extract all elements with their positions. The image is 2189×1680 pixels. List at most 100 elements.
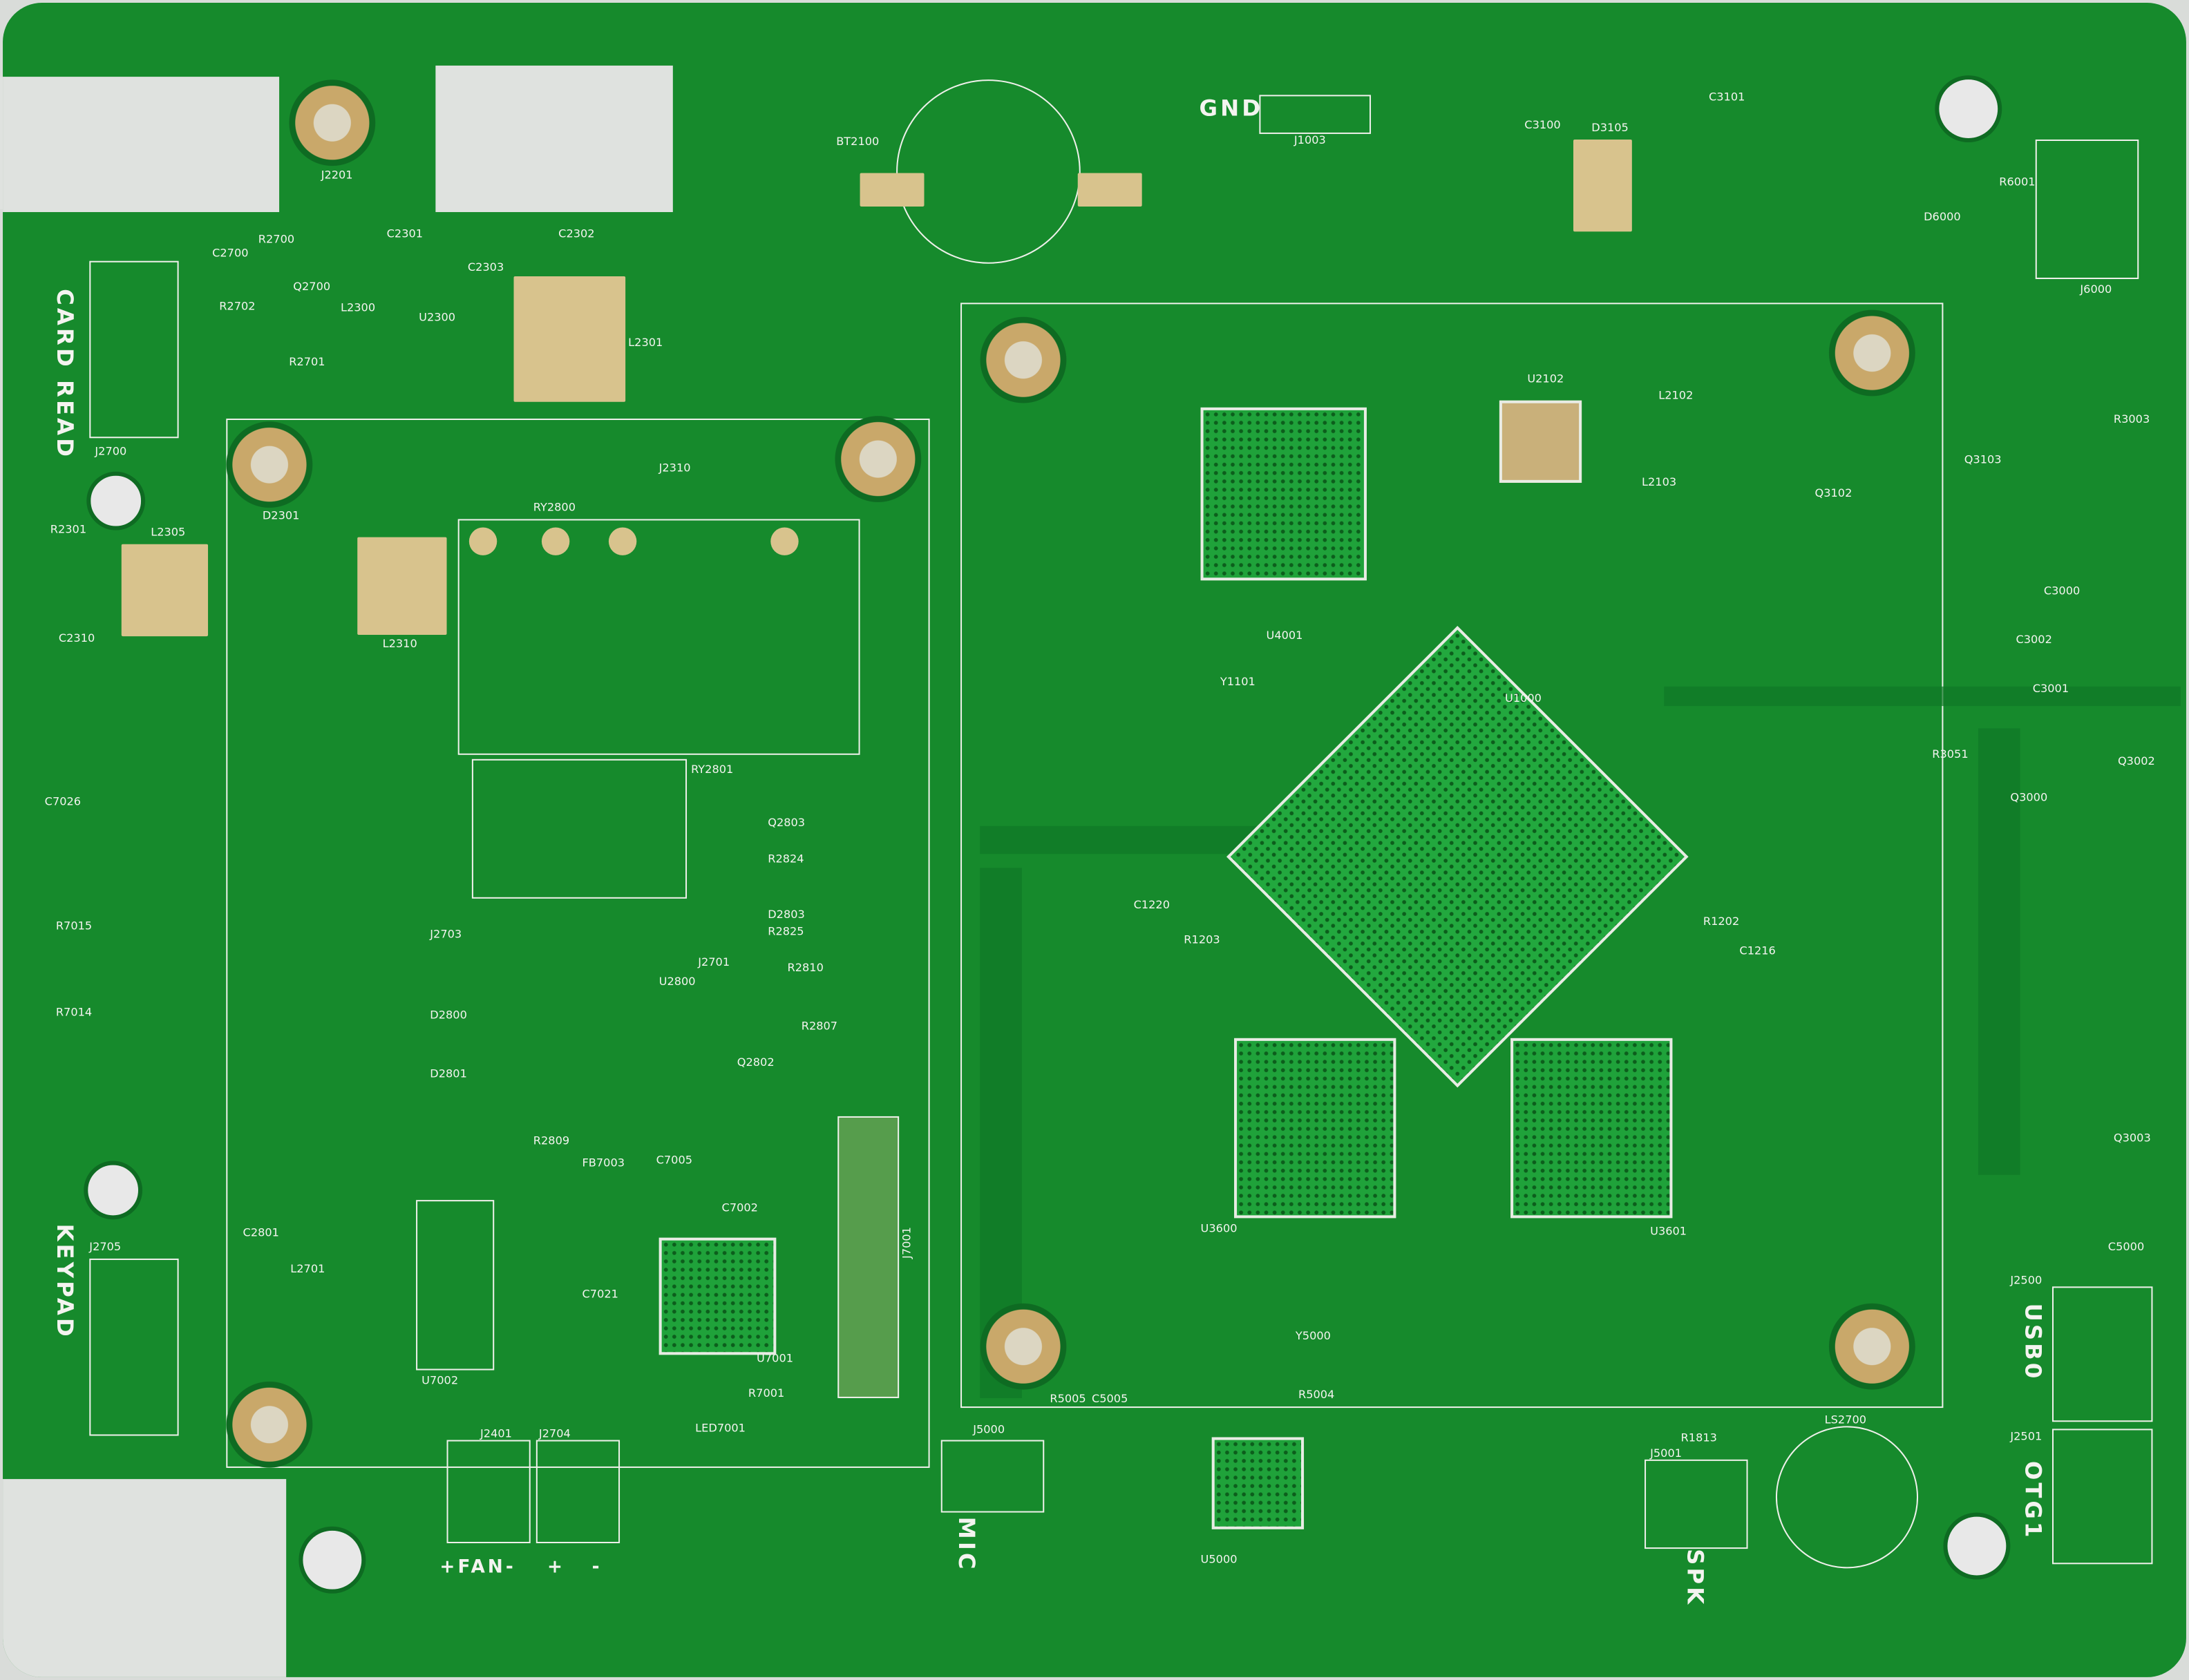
- fan-label: +FAN-: [439, 1557, 516, 1578]
- refdes: D6000: [1924, 211, 1961, 224]
- refdes: J5001: [1650, 1447, 1683, 1460]
- capacitor-c3100: [1573, 139, 1632, 232]
- usb0-connector: [2051, 1286, 2153, 1422]
- refdes: Q2700: [293, 280, 331, 294]
- refdes: Q2802: [737, 1056, 775, 1069]
- refdes: J2201: [321, 169, 353, 182]
- refdes: U5000: [1200, 1553, 1238, 1566]
- refdes: R1202: [1703, 915, 1740, 928]
- refdes: Q3103: [1964, 453, 2002, 466]
- trace-bus-left: [980, 825, 1260, 855]
- mic-connector-j5000: [940, 1440, 1045, 1513]
- refdes: U7002: [421, 1374, 459, 1387]
- refdes: R2807: [801, 1020, 838, 1033]
- refdes: C5005: [1091, 1392, 1128, 1406]
- refdes: D2800: [430, 1009, 467, 1022]
- refdes: C1220: [1133, 898, 1171, 911]
- refdes: C2310: [58, 632, 95, 645]
- refdes: BT2100: [836, 135, 880, 149]
- relay-pin: [608, 527, 637, 555]
- spk-connector-j5001: [1645, 1459, 1748, 1549]
- usb0-label: USB0: [2020, 1303, 2047, 1382]
- inductor-l2310: [357, 537, 447, 636]
- refdes: R7015: [55, 919, 93, 933]
- memory-chip-u3600: [1234, 1038, 1396, 1219]
- refdes: U1000: [1504, 691, 1542, 705]
- fan-connector-j2401: [446, 1440, 531, 1544]
- refdes: D2301: [262, 509, 300, 522]
- refdes: R7001: [748, 1386, 785, 1400]
- refdes: L2300: [340, 301, 376, 314]
- refdes: J2700: [95, 445, 127, 458]
- refdes: C3001: [2032, 682, 2069, 695]
- refdes: R2700: [258, 233, 295, 246]
- refdes: U4001: [1266, 629, 1303, 642]
- refdes: D2801: [430, 1067, 467, 1080]
- battery-pad: [1077, 173, 1142, 207]
- refdes: R1203: [1184, 933, 1220, 946]
- refdes: Q3000: [2010, 791, 2048, 804]
- mounting-hole: [1828, 1303, 1915, 1390]
- refdes: U2800: [658, 975, 696, 989]
- refdes: C5000: [2107, 1240, 2145, 1253]
- trace-bus-right-vert: [1978, 728, 2020, 1175]
- refdes: J1003: [1294, 133, 1326, 147]
- chip-u2102: [1499, 400, 1582, 483]
- inductor-l2305: [121, 544, 209, 637]
- otg1-connector: [2051, 1429, 2153, 1565]
- refdes: L2102: [1658, 389, 1694, 402]
- trace-bus-right: [1664, 686, 2181, 707]
- refdes: J2401: [480, 1427, 512, 1440]
- soc-keepout-outline: [960, 303, 1944, 1409]
- fan-plus-label: +: [547, 1557, 566, 1578]
- pmic-u4001: [1200, 407, 1367, 581]
- refdes: R2701: [289, 356, 325, 369]
- refdes: R6001: [1999, 175, 2036, 189]
- gnd-label: GND: [1199, 95, 1264, 122]
- codec-u5000: [1211, 1437, 1305, 1529]
- refdes: U2300: [419, 311, 456, 324]
- refdes: RY2800: [533, 501, 576, 514]
- fan-connector-j2704: [536, 1440, 620, 1544]
- refdes: C2801: [243, 1226, 279, 1239]
- refdes: R3051: [1932, 747, 1969, 761]
- refdes: R2824: [768, 852, 804, 866]
- refdes: U3601: [1650, 1225, 1687, 1238]
- mounting-hole: [835, 415, 922, 503]
- refdes: J2703: [430, 928, 462, 941]
- refdes: J5000: [973, 1423, 1005, 1436]
- otg1-label: OTG1: [2020, 1460, 2047, 1540]
- refdes: J2501: [2010, 1430, 2043, 1443]
- relay-pin: [468, 527, 498, 555]
- refdes: RY2801: [691, 763, 734, 776]
- coin-battery-outline: [896, 79, 1081, 264]
- refdes: J7001: [900, 1227, 913, 1259]
- mic-label: MIC: [953, 1516, 980, 1572]
- refdes: C3002: [2016, 633, 2052, 647]
- refdes: J2500: [2010, 1274, 2043, 1287]
- gnd-connector-j1003: [1259, 95, 1372, 134]
- card-reader-connector: [89, 260, 179, 439]
- refdes: C2302: [558, 227, 595, 240]
- fan-minus-label: -: [591, 1557, 603, 1578]
- refdes: U7001: [757, 1352, 794, 1365]
- pcb-board: CARD READ KEYPAD GND +FAN- + - MIC SPK U…: [3, 3, 2186, 1677]
- j6000-connector: [2035, 139, 2139, 279]
- inductor-l2301: [513, 276, 626, 402]
- refdes: Y1101: [1220, 675, 1255, 688]
- refdes: J2701: [698, 955, 730, 968]
- refdes: Q3002: [2117, 754, 2155, 767]
- refdes: R3003: [2113, 412, 2150, 426]
- refdes: R2702: [219, 300, 256, 313]
- cutout-bottom-left: [3, 1479, 287, 1677]
- battery-pad: [860, 173, 925, 207]
- refdes: LS2700: [1824, 1413, 1867, 1426]
- card-read-label: CARD READ: [51, 289, 79, 459]
- refdes: J2310: [658, 461, 691, 475]
- refdes: J2705: [89, 1240, 122, 1253]
- refdes: C7005: [656, 1154, 693, 1167]
- refdes: J6000: [2080, 283, 2112, 296]
- refdes: C3101: [1708, 90, 1745, 104]
- mounting-hole: [226, 421, 313, 508]
- power-region-outline: [226, 418, 930, 1468]
